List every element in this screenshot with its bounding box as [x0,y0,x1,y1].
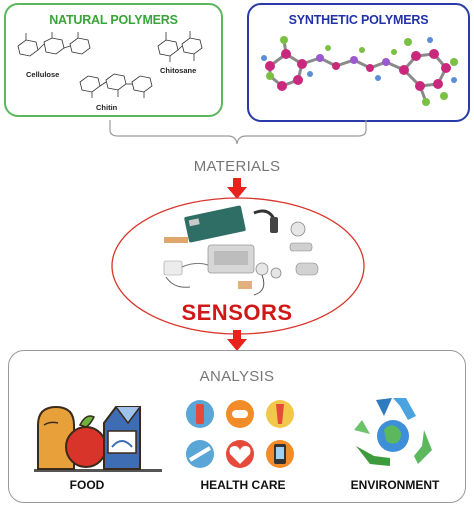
environment-label: ENVIRONMENT [350,478,440,492]
food-label: FOOD [69,478,105,492]
synthetic-polymer-molecule [261,36,458,106]
food-icon [34,405,162,472]
synthetic-polymers-title: SYNTHETIC POLYMERS [288,13,429,27]
recycle-globe-icon [354,398,432,466]
down-arrow-2 [227,330,247,351]
sensors-label: SENSORS [181,300,293,325]
analysis-label: ANALYSIS [199,368,275,385]
cellulose-label: Cellulose [26,70,60,79]
materials-brace [109,120,367,145]
health-care-label: HEALTH CARE [200,478,286,492]
sensor-devices-image [163,205,319,296]
materials-label: MATERIALS [193,158,281,175]
down-arrow-1 [227,178,247,199]
natural-polymers-title: NATURAL POLYMERS [49,13,178,27]
chitin-label: Chitin [96,103,118,112]
chitosane-label: Chitosane [160,66,197,75]
natural-polymers-box: NATURAL POLYMERS [4,3,223,117]
health-care-icons [186,400,294,468]
natural-polymer-structures [17,31,203,98]
